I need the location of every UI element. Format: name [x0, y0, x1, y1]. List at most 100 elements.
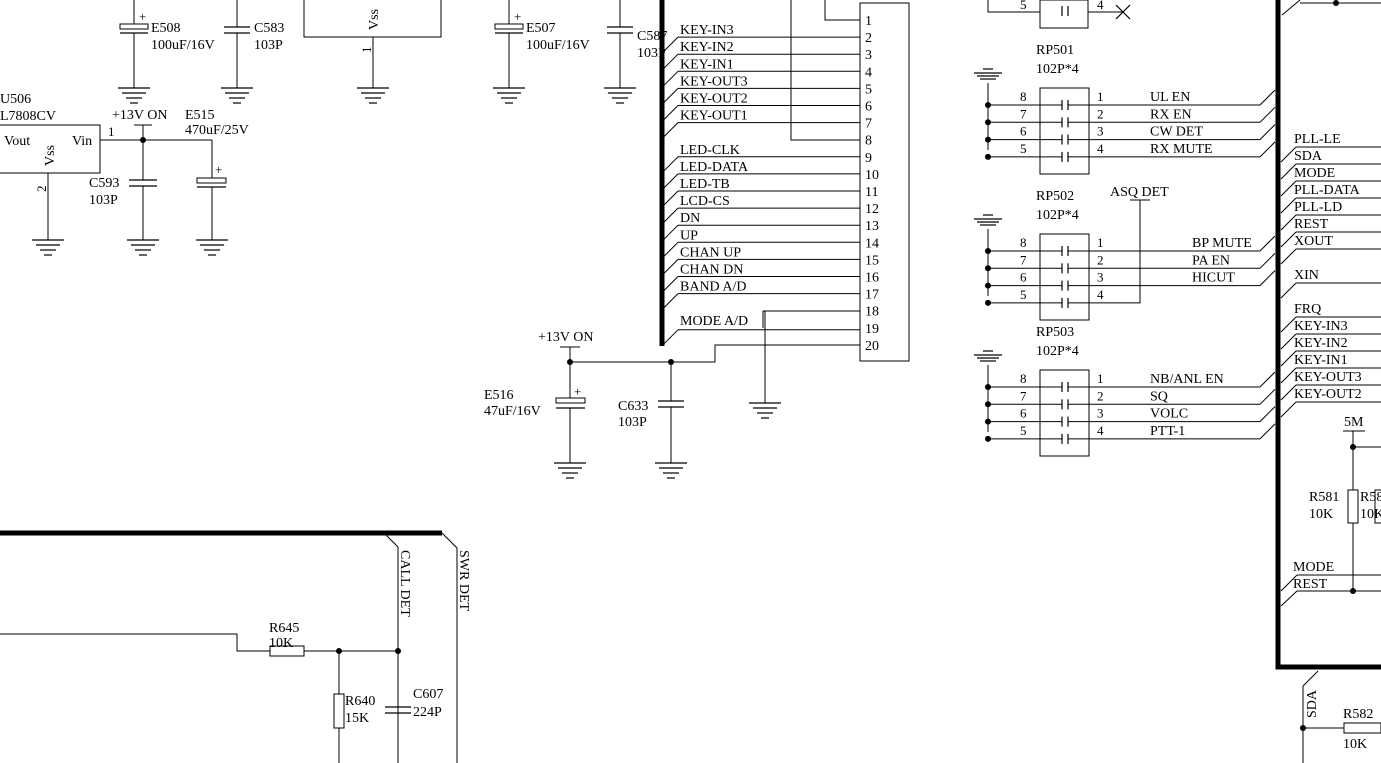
svg-text:+13V ON: +13V ON: [112, 108, 167, 123]
svg-text:1: 1: [108, 124, 115, 139]
svg-text:5M: 5M: [1344, 415, 1364, 430]
svg-text:C607: C607: [413, 687, 443, 702]
svg-text:Vin: Vin: [72, 134, 92, 149]
resnet-pin: 8: [1020, 371, 1027, 386]
svg-text:E508: E508: [151, 21, 181, 36]
svg-text:E516: E516: [484, 388, 514, 403]
svg-text:+: +: [215, 162, 222, 177]
pin-label: 14: [865, 236, 879, 251]
svg-text:15K: 15K: [345, 711, 369, 726]
signal-label: LED-CLK: [680, 143, 740, 158]
resnet-pin: 1: [1097, 371, 1104, 386]
mcu-signal-label: KEY-OUT2: [1294, 387, 1362, 402]
svg-text:SWR DET: SWR DET: [456, 550, 471, 612]
mcu-signal: XOUT: [1280, 234, 1381, 265]
pin-label: 10: [865, 168, 879, 183]
svg-text:L7808CV: L7808CV: [0, 109, 56, 124]
resnet-signal: NB/ANL EN: [1150, 372, 1224, 387]
resistor-r645: R645 10K: [0, 621, 401, 657]
svg-text:U506: U506: [0, 92, 31, 107]
svg-text:R640: R640: [345, 694, 375, 709]
resnet-pin: 5: [1020, 423, 1027, 438]
signal-label: KEY-OUT3: [680, 74, 748, 89]
resnet-pin: 1: [1097, 89, 1104, 104]
mcu-signal-label: PLL-LE: [1294, 132, 1341, 147]
signal-label: KEY-OUT2: [680, 92, 748, 107]
signal-label: KEY-OUT1: [680, 109, 748, 124]
svg-text:Vss: Vss: [43, 145, 58, 166]
svg-text:4: 4: [1097, 0, 1104, 12]
signal-line: KEY-OUT2: [662, 92, 860, 121]
signal-label: LED-DATA: [680, 160, 749, 175]
mcu-block: [1275, 0, 1381, 670]
mcu-signal-label: KEY-IN3: [1294, 319, 1348, 334]
svg-text:Vout: Vout: [4, 134, 30, 149]
cap-e515: E515 470uF/25V +: [185, 108, 249, 256]
mcu-signal-label: SDA: [1294, 149, 1323, 164]
resnet-pin: 2: [1097, 252, 1104, 267]
pin-label: 11: [865, 185, 878, 200]
cap-e507: + E507 100uF/16V: [493, 0, 590, 104]
svg-text:R582: R582: [1343, 707, 1373, 722]
resnet-pin: 6: [1020, 270, 1027, 285]
signal-line: UP: [662, 228, 860, 258]
svg-text:+: +: [514, 9, 521, 24]
mcu-signal-label: REST: [1294, 217, 1329, 232]
resnet-pin: 7: [1020, 388, 1027, 403]
mcu-signal-label: KEY-IN2: [1294, 336, 1348, 351]
svg-text:REST: REST: [1293, 577, 1328, 592]
resnet-signal: PTT-1: [1150, 424, 1185, 439]
mcu-signal: KEY-IN2: [1280, 336, 1381, 367]
signal-label: BAND A/D: [680, 280, 747, 295]
mcu-signal: MODE: [1280, 166, 1381, 197]
signal-line: LED-CLK: [662, 143, 860, 173]
pin-label: 15: [865, 253, 879, 268]
signal-label: KEY-IN2: [680, 40, 734, 55]
signal-line: MODE A/D: [662, 314, 860, 346]
svg-text:+: +: [139, 9, 146, 24]
resnet-pin: 1: [1097, 235, 1104, 250]
svg-text:MODE: MODE: [1293, 560, 1334, 575]
cap-c593: C593 103P: [89, 176, 159, 256]
pin-label: 19: [865, 322, 879, 337]
regulator-u506: U506 L7808CV Vout Vin Vss 1 2: [0, 92, 212, 256]
signal-label: DN: [680, 211, 700, 226]
resnet-signal: CW DET: [1150, 125, 1203, 140]
resnet-signal: SQ: [1150, 389, 1168, 404]
signal-label: KEY-IN3: [680, 23, 734, 38]
pin-label: 13: [865, 219, 879, 234]
pin-label: 2: [865, 31, 872, 46]
svg-text:R645: R645: [269, 621, 299, 636]
pin-label: 8: [865, 134, 872, 149]
resnet-value: 102P*4: [1036, 62, 1079, 77]
top-block: Vss 1: [303, 0, 442, 104]
signal-line: KEY-OUT1: [662, 109, 860, 138]
sda-branch: SDA: [1300, 670, 1344, 763]
pin-label: 12: [865, 202, 879, 217]
svg-text:CALL DET: CALL DET: [397, 550, 412, 617]
connector-j: [790, 0, 910, 362]
pin-label: 7: [865, 117, 872, 132]
mcu-signal-label: KEY-IN1: [1294, 353, 1348, 368]
signal-line: BAND A/D: [662, 280, 860, 309]
resistor-r640: R640 15K: [333, 651, 375, 763]
net-13v-on-a: +13V ON: [112, 108, 167, 180]
svg-text:103P: 103P: [618, 415, 647, 430]
svg-text:+: +: [574, 384, 581, 399]
mcu-lower: MODE REST: [1280, 560, 1381, 607]
resistor-r58x: R58 10K: [1360, 489, 1381, 524]
svg-text:103P: 103P: [89, 193, 118, 208]
resnet-ref: RP502: [1036, 189, 1074, 204]
resnet-pin: 8: [1020, 235, 1027, 250]
signal-line: CHAN DN: [662, 263, 860, 292]
svg-text:47uF/16V: 47uF/16V: [484, 404, 541, 419]
svg-text:100uF/16V: 100uF/16V: [526, 38, 590, 53]
signal-line: DN: [662, 211, 860, 241]
svg-text:E515: E515: [185, 108, 215, 123]
signal-label: KEY-IN1: [680, 57, 734, 72]
